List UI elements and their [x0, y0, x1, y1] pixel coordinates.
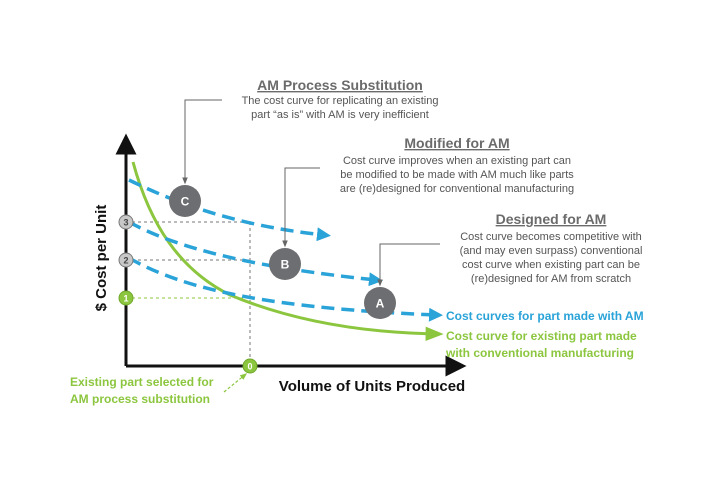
- y-marker-2: 2: [118, 252, 134, 268]
- modified-title: Modified for AM: [404, 135, 509, 151]
- marker-b: B: [269, 248, 301, 280]
- modified-desc-line-2: be modified to be made with AM much like…: [340, 169, 574, 181]
- y-marker-1: 1: [118, 290, 134, 306]
- designed-desc-line-2: (and may even surpass) conventional: [460, 245, 643, 257]
- callout-line-c: [182, 99, 222, 185]
- x-marker-0: 0: [242, 358, 258, 374]
- note-line-1: Existing part selected for: [70, 375, 214, 389]
- svg-text:B: B: [281, 258, 290, 272]
- note-connector: [223, 373, 248, 393]
- y-axis-label: $ Cost per Unit: [93, 205, 110, 312]
- svg-text:2: 2: [123, 256, 128, 266]
- note-line-2: AM process substitution: [70, 392, 210, 406]
- svg-text:C: C: [181, 195, 190, 209]
- am-curve-a: [128, 256, 443, 322]
- callout-line-b: [282, 167, 320, 248]
- svg-text:A: A: [376, 297, 385, 311]
- y-marker-3: 3: [118, 214, 134, 230]
- modified-desc-line-3: are (re)designed for conventional manufa…: [340, 183, 574, 195]
- svg-text:0: 0: [247, 362, 252, 372]
- ams-desc-line-2: part “as is” with AM is very inefficient: [251, 109, 429, 121]
- svg-text:1: 1: [123, 294, 128, 304]
- designed-desc-line-3: cost curve when existing part can be: [462, 259, 640, 271]
- am-curve-c: [128, 178, 331, 242]
- am-curve-b: [128, 220, 383, 287]
- marker-c: C: [169, 185, 201, 217]
- svg-text:3: 3: [123, 218, 128, 228]
- designed-desc-line-1: Cost curve becomes competitive with: [460, 231, 642, 243]
- designed-desc-line-4: (re)designed for AM from scratch: [471, 273, 631, 285]
- legend-conventional-line-1: Cost curve for existing part made: [446, 329, 637, 343]
- x-axis-label: Volume of Units Produced: [279, 378, 465, 395]
- ams-title: AM Process Substitution: [257, 77, 423, 93]
- callout-line-a: [377, 243, 440, 287]
- modified-desc-line-1: Cost curve improves when an existing par…: [343, 155, 571, 167]
- legend-conventional-line-2: with conventional manufacturing: [445, 346, 634, 360]
- marker-a: A: [364, 287, 396, 319]
- legend-am: Cost curves for part made with AM: [446, 309, 644, 323]
- ams-desc-line-1: The cost curve for replicating an existi…: [242, 95, 439, 107]
- designed-title: Designed for AM: [496, 211, 607, 227]
